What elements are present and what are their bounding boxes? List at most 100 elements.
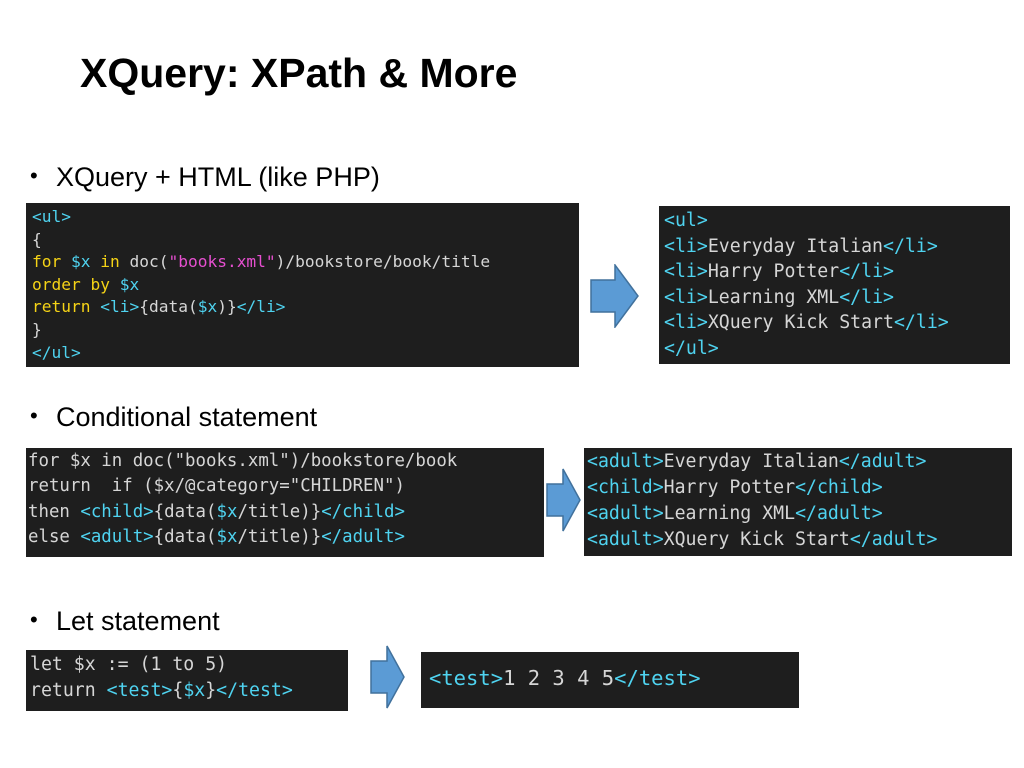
bullet-text: Let statement bbox=[56, 606, 220, 636]
code-token: { bbox=[172, 680, 184, 701]
code-token: <ul> bbox=[32, 207, 71, 226]
code-line: return <test>{$x}</test> bbox=[30, 678, 344, 704]
let-result-block: <test>1 2 3 4 5</test> bbox=[421, 652, 799, 708]
code-token: </li> bbox=[883, 235, 938, 257]
code-token: <li> bbox=[664, 286, 708, 308]
code-token: <adult> bbox=[587, 503, 664, 524]
code-token: <li> bbox=[664, 261, 708, 283]
xquery-html-result-block: <ul><li>Everyday Italian</li><li>Harry P… bbox=[659, 206, 1010, 364]
code-line: <test>1 2 3 4 5</test> bbox=[429, 664, 791, 693]
code-token: <ul> bbox=[664, 210, 708, 231]
code-line: <ul> bbox=[32, 206, 573, 229]
code-token: </adult> bbox=[849, 529, 938, 550]
code-token: { bbox=[32, 229, 42, 249]
let-code-block: let $x := (1 to 5) return <test>{$x}</tes… bbox=[26, 650, 348, 711]
code-token: Everyday Italian bbox=[707, 235, 884, 257]
code-token: </child> bbox=[795, 477, 883, 498]
code-token: )/bookstore/book/title bbox=[275, 252, 491, 272]
code-token: Everyday Italian bbox=[663, 451, 839, 472]
code-token: Harry Potter bbox=[707, 261, 840, 283]
code-token: {data( bbox=[153, 501, 217, 522]
code-line: <ul> bbox=[664, 208, 1005, 234]
code-token: $x bbox=[216, 501, 238, 522]
code-token: <test> bbox=[106, 680, 173, 701]
slide-title: XQuery: XPath & More bbox=[80, 50, 518, 96]
code-token: </adult> bbox=[795, 503, 883, 524]
right-arrow-icon bbox=[590, 264, 639, 328]
code-line: <li>Everyday Italian</li> bbox=[664, 234, 1005, 260]
code-token: {data( bbox=[139, 297, 198, 317]
code-token: /title)} bbox=[237, 527, 322, 548]
code-token: )} bbox=[217, 297, 237, 317]
bullet-dot: • bbox=[30, 403, 38, 428]
code-line: <adult>Learning XML</adult> bbox=[587, 501, 1009, 527]
code-line: <adult>XQuery Kick Start</adult> bbox=[587, 527, 1009, 553]
conditional-code-block: for $x in doc("books.xml")/bookstore/boo… bbox=[26, 448, 544, 557]
code-token: 1 2 3 4 5 bbox=[503, 666, 615, 690]
code-token: Learning XML bbox=[663, 503, 796, 524]
code-token: $x bbox=[70, 252, 101, 272]
code-line: else <adult>{data($x/title)}</adult> bbox=[28, 525, 542, 550]
right-arrow-icon bbox=[370, 645, 405, 709]
code-line: order by $x bbox=[32, 274, 573, 297]
code-token: /title)} bbox=[237, 501, 322, 522]
code-token: let $x := (1 to 5) bbox=[30, 654, 228, 675]
code-token: then bbox=[28, 501, 81, 522]
code-token: </li> bbox=[236, 297, 286, 317]
code-token: return bbox=[30, 680, 107, 701]
conditional-result-block: <adult>Everyday Italian</adult><child>Ha… bbox=[584, 448, 1012, 556]
code-token: order by bbox=[32, 274, 120, 294]
code-token: return if ($x/@category="CHILDREN") bbox=[28, 476, 405, 497]
code-token: XQuery Kick Start bbox=[707, 312, 894, 334]
code-token: $x bbox=[216, 527, 238, 548]
xquery-html-code-block: <ul>{for $x in doc("books.xml")/bookstor… bbox=[26, 203, 579, 367]
code-token: </ul> bbox=[32, 342, 81, 362]
code-token: } bbox=[32, 319, 42, 339]
code-line: <li>Learning XML</li> bbox=[664, 285, 1005, 311]
code-token: <adult> bbox=[80, 527, 154, 548]
code-token: } bbox=[205, 680, 217, 701]
code-line: } bbox=[32, 319, 573, 342]
code-line: for $x in doc("books.xml")/bookstore/boo… bbox=[28, 449, 542, 474]
code-token: XQuery Kick Start bbox=[663, 529, 850, 550]
code-line: for $x in doc("books.xml")/bookstore/boo… bbox=[32, 251, 573, 274]
code-token: {data( bbox=[153, 527, 217, 548]
code-token: for bbox=[32, 252, 71, 272]
code-token: Harry Potter bbox=[663, 477, 796, 498]
code-token: <li> bbox=[100, 297, 140, 317]
code-token: <adult> bbox=[587, 451, 664, 472]
bullet-dot: • bbox=[30, 163, 38, 188]
code-line: { bbox=[32, 229, 573, 252]
code-token: </adult> bbox=[321, 527, 405, 548]
code-token: $x bbox=[183, 680, 206, 701]
code-line: </ul> bbox=[664, 336, 1005, 362]
code-token: </adult> bbox=[838, 451, 927, 472]
bullet-text: Conditional statement bbox=[56, 402, 318, 432]
bullet-text: XQuery + HTML (like PHP) bbox=[56, 162, 380, 192]
code-line: let $x := (1 to 5) bbox=[30, 652, 344, 678]
code-token: </li> bbox=[839, 261, 894, 283]
right-arrow-icon bbox=[546, 468, 581, 532]
bullet-xquery-html: • XQuery + HTML (like PHP) bbox=[30, 162, 380, 193]
code-token: </test> bbox=[216, 680, 293, 701]
code-token: in bbox=[100, 252, 130, 272]
code-line: <li>Harry Potter</li> bbox=[664, 259, 1005, 285]
code-line: <child>Harry Potter</child> bbox=[587, 475, 1009, 501]
code-token: "books.xml" bbox=[168, 252, 276, 272]
code-token: </li> bbox=[893, 312, 949, 334]
code-token: <li> bbox=[664, 312, 708, 334]
code-token: return bbox=[32, 297, 101, 317]
code-token: doc( bbox=[129, 252, 169, 272]
code-line: then <child>{data($x/title)}</child> bbox=[28, 500, 542, 525]
code-token: $x bbox=[197, 297, 218, 317]
bullet-conditional: • Conditional statement bbox=[30, 402, 317, 433]
code-line: <adult>Everyday Italian</adult> bbox=[587, 449, 1009, 475]
code-token: <child> bbox=[80, 501, 154, 522]
bullet-let: •Let statement bbox=[30, 606, 220, 637]
code-line: return if ($x/@category="CHILDREN") bbox=[28, 474, 542, 499]
code-token: <child> bbox=[587, 477, 664, 498]
code-token: </child> bbox=[321, 501, 405, 522]
code-line: return <li>{data($x)}</li> bbox=[32, 296, 573, 319]
code-token: $x bbox=[119, 274, 140, 294]
code-token: for $x in doc("books.xml")/bookstore/boo… bbox=[28, 451, 458, 471]
